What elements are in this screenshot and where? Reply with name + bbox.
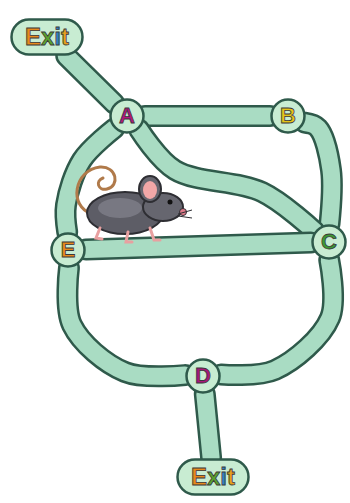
letter: x: [207, 463, 220, 490]
junction-letter: E: [61, 239, 76, 261]
junction-circle: C: [311, 224, 347, 260]
mouse-shading: [98, 198, 142, 218]
circle-shape: [111, 100, 144, 133]
path-outline: [305, 123, 332, 224]
circle-shape: [52, 234, 85, 267]
path-outline: [66, 56, 114, 103]
maze-path: [66, 56, 114, 103]
junction-circle: D: [185, 358, 221, 394]
mouse-whiskers: [178, 210, 192, 218]
maze-path: [145, 116, 270, 117]
path-fill: [139, 129, 315, 231]
junction-circle: E: [50, 232, 86, 268]
exit-pill: Exit: [10, 18, 84, 56]
letter: i: [54, 23, 61, 50]
junction-letter: A: [119, 105, 135, 127]
exit-label: Exit: [191, 465, 235, 489]
path-outline: [139, 129, 315, 231]
letter: E: [61, 237, 76, 262]
path-fill: [205, 394, 211, 458]
junction-circle: A: [109, 98, 145, 134]
path-outline: [221, 260, 333, 375]
circle-shape: [272, 100, 305, 133]
path-fill: [305, 123, 332, 224]
mouse-eye: [168, 200, 173, 205]
letter: t: [227, 463, 235, 490]
letter: x: [41, 23, 54, 50]
letter: E: [25, 23, 41, 50]
path-fill: [221, 260, 333, 375]
junction-circle: B: [270, 98, 306, 134]
mouse-ear-inner: [143, 181, 157, 199]
letter: i: [220, 463, 227, 490]
path-outline: [67, 268, 185, 376]
pill-shape: [12, 20, 83, 55]
junction-letter: B: [280, 105, 296, 127]
letter: C: [321, 229, 337, 254]
letter: E: [191, 463, 207, 490]
mouse-ear: [139, 176, 161, 202]
maze-path: [139, 129, 315, 231]
path-fill: [86, 243, 311, 250]
path-outline: [205, 394, 211, 458]
letter: t: [61, 23, 69, 50]
path-outline: [145, 105, 270, 127]
maze-path: [67, 268, 185, 376]
exit-label: Exit: [25, 25, 69, 49]
circle-shape: [313, 226, 346, 259]
path-fill: [145, 108, 270, 125]
maze-path: [205, 394, 211, 458]
letter: D: [195, 363, 211, 388]
exit-pill: Exit: [176, 458, 250, 496]
path-outline: [86, 243, 311, 250]
maze-path: [221, 260, 333, 375]
pill-shape: [178, 460, 249, 495]
mouse-feet: [96, 228, 160, 242]
maze-path: [86, 243, 311, 250]
letter: B: [280, 103, 296, 128]
junction-letter: C: [321, 231, 337, 253]
path-fill: [66, 56, 114, 103]
path-fill: [67, 268, 185, 376]
junction-letter: D: [195, 365, 211, 387]
maze-path: [305, 123, 332, 224]
circle-shape: [187, 360, 220, 393]
letter: A: [119, 103, 135, 128]
